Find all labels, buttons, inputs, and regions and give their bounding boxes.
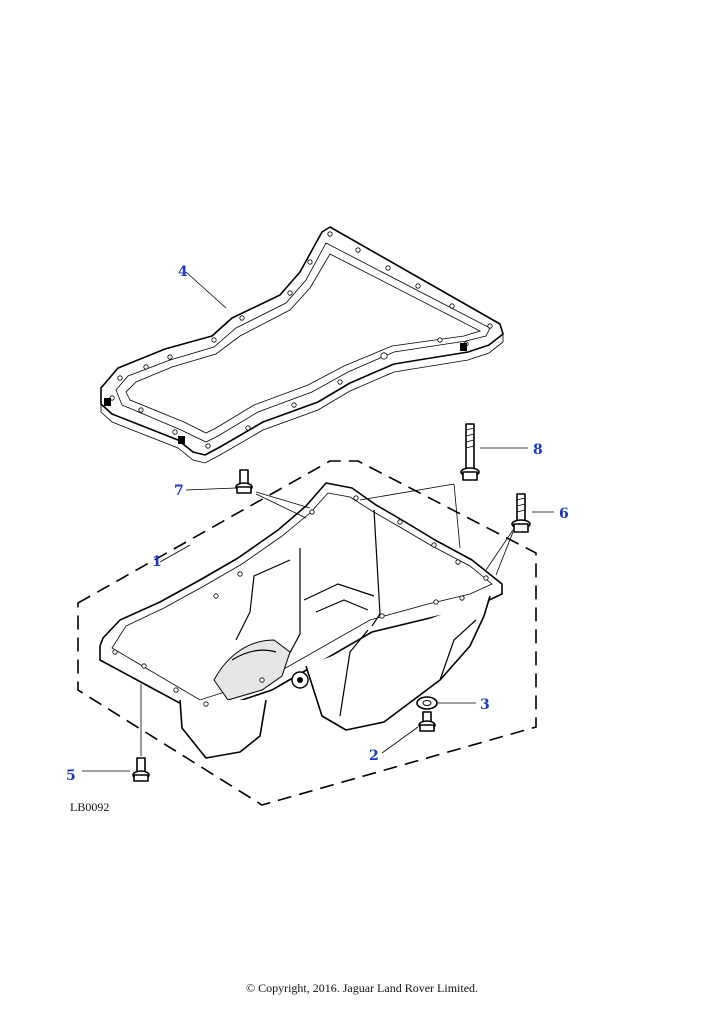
oil-pan-gasket[interactable]	[100, 226, 504, 464]
leader-lines	[82, 271, 554, 772]
bolt-short-7[interactable]	[235, 469, 253, 494]
callout-5[interactable]: 5	[66, 768, 76, 784]
bolt-long-8[interactable]	[460, 423, 480, 481]
bolt-medium-6[interactable]	[511, 493, 531, 533]
callout-1[interactable]: 1	[152, 554, 162, 570]
bolt-5[interactable]	[132, 757, 150, 782]
callout-7[interactable]: 7	[174, 483, 184, 499]
copyright-notice: © Copyright, 2016. Jaguar Land Rover Lim…	[245, 981, 479, 995]
figure-reference: LB0092	[70, 800, 109, 814]
callout-4[interactable]: 4	[178, 264, 188, 280]
oil-pan[interactable]	[99, 482, 503, 759]
callout-6[interactable]: 6	[559, 506, 569, 522]
callout-2[interactable]: 2	[369, 748, 379, 764]
callout-3[interactable]: 3	[480, 697, 490, 713]
assembly-boundary	[77, 460, 537, 806]
drain-plug-2[interactable]	[418, 711, 436, 732]
sealing-washer-3[interactable]	[416, 696, 438, 710]
callout-8[interactable]: 8	[533, 442, 543, 458]
